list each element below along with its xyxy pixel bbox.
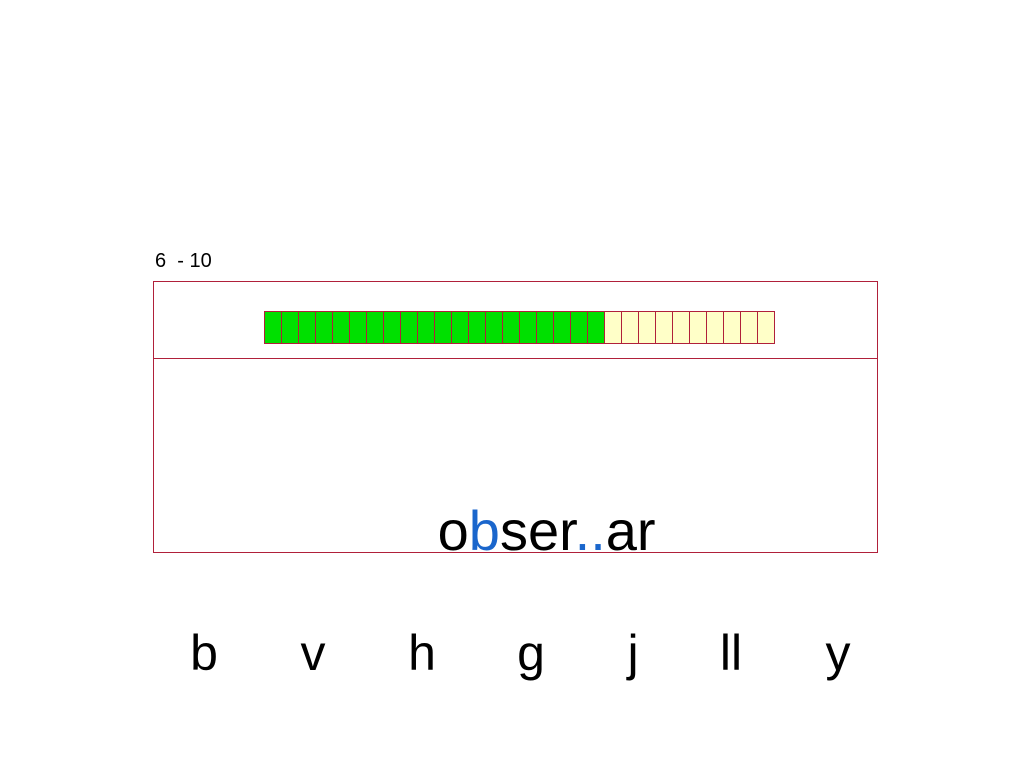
progress-counter: 6 - 10 [155,250,212,272]
letter-choices: b v h g j ll y [0,622,1024,692]
progress-segment-filled [384,312,401,343]
choice-j[interactable]: j [627,625,639,681]
progress-segment-filled [265,312,282,343]
progress-segment-empty [741,312,758,343]
progress-segment-empty [758,312,775,343]
progress-segment-filled [469,312,486,343]
progress-segment-filled [401,312,418,343]
progress-segment-filled [554,312,571,343]
progress-bar [264,311,775,344]
choice-g[interactable]: g [517,625,545,681]
word-part: ar [605,499,656,562]
progress-segment-empty [639,312,656,343]
progress-segment-filled [588,312,605,343]
progress-segment-empty [707,312,724,343]
progress-segment-filled [452,312,469,343]
progress-segment-filled [520,312,537,343]
choice-y[interactable]: y [825,625,851,681]
progress-segment-filled [316,312,333,343]
word-part: o [437,499,469,562]
progress-segment-empty [690,312,707,343]
progress-segment-empty [622,312,639,343]
word-part: ser [499,499,575,562]
word-display: obser..ar [154,435,877,627]
word-part-highlight: b [468,499,500,562]
panel-divider [154,358,877,359]
progress-segment-filled [367,312,384,343]
progress-segment-empty [605,312,622,343]
progress-segment-empty [724,312,741,343]
choice-v[interactable]: v [300,625,326,681]
progress-segment-filled [333,312,350,343]
progress-segment-filled [435,312,452,343]
progress-segment-filled [418,312,435,343]
progress-segment-filled [299,312,316,343]
progress-segment-filled [503,312,520,343]
choice-h[interactable]: h [408,625,436,681]
progress-segment-filled [282,312,299,343]
word-blank: .. [574,499,606,562]
progress-segment-filled [486,312,503,343]
choice-ll[interactable]: ll [719,625,743,681]
progress-segment-filled [350,312,367,343]
choice-b[interactable]: b [190,625,218,681]
progress-segment-filled [571,312,588,343]
progress-segment-empty [673,312,690,343]
progress-segment-filled [537,312,554,343]
exercise-panel: obser..ar [153,281,878,562]
progress-segment-empty [656,312,673,343]
